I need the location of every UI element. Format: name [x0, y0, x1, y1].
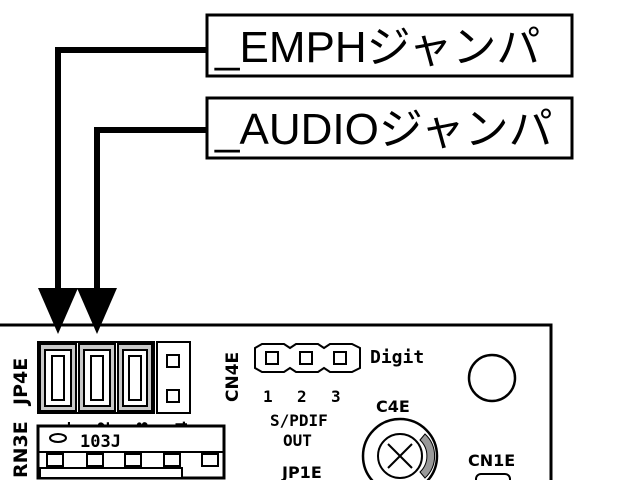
emph-leader-line [55, 47, 207, 300]
mounting-hole [467, 353, 517, 403]
cn4e-pin-2 [299, 351, 313, 365]
cn4e-pin-1 [265, 351, 279, 365]
emph-label-box [205, 13, 574, 78]
jp4e-jumper-block [37, 341, 191, 414]
pcb-outline [0, 323, 553, 480]
cn4e-pin-number-1: 1 [263, 387, 273, 406]
jp1e-label: JP1E [281, 463, 322, 480]
cn4e-pin-number-3: 3 [331, 387, 341, 406]
cn1e-label: CN1E [468, 451, 515, 470]
pin1-marker [49, 433, 67, 443]
c4e-capacitor [361, 417, 439, 484]
open-pin-pair [156, 341, 191, 414]
digit-label: Digit [370, 347, 424, 368]
rn3e-label: RN3E [10, 421, 32, 478]
spdif-label: S/PDIF [270, 411, 328, 430]
jumper-cap-2 [78, 343, 116, 412]
audio-label: _AUDIOジャンパ [214, 105, 553, 154]
audio-leader-line [94, 127, 207, 300]
resistor-code: 103J [80, 432, 121, 452]
rn3e-resistor-network: 103J [36, 424, 226, 480]
cn4e-pin-3 [333, 351, 347, 365]
jumper-cap-1 [39, 343, 77, 412]
jumper-cap-3 [117, 343, 153, 412]
cn1e-connector [475, 473, 511, 484]
jp4e-label: JP4E [10, 358, 32, 407]
cn4e-connector [254, 343, 361, 373]
resistor-pins [46, 453, 219, 467]
audio-callout: _AUDIOジャンパ [77, 96, 574, 334]
emph-arrowhead [38, 288, 78, 334]
audio-arrowhead [77, 288, 117, 334]
cn4e-label: CN4E [223, 352, 243, 402]
cn4e-pin-number-2: 2 [297, 387, 307, 406]
audio-label-box [205, 96, 574, 160]
emph-label: _EMPHジャンパ [214, 23, 540, 72]
c4e-label: C4E [376, 397, 410, 416]
emph-callout: _EMPHジャンパ [38, 13, 574, 334]
out-label: OUT [283, 431, 312, 450]
